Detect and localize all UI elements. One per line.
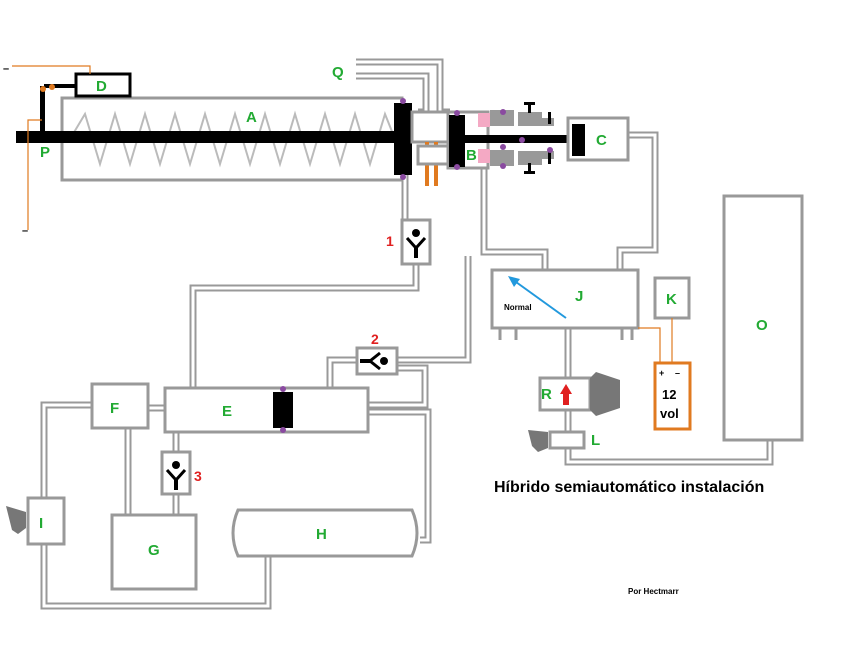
gauge-needle [515, 281, 567, 319]
diagram-title: Híbrido semiautomático instalación [494, 479, 764, 496]
pipes [40, 58, 774, 610]
battery-plus: + [659, 368, 664, 378]
check-valve-1: 1 [386, 218, 432, 266]
label-b: B [466, 147, 477, 164]
label-f: F [110, 400, 119, 417]
label-g: G [148, 542, 160, 559]
label-e: E [222, 403, 232, 420]
piston-rod [16, 131, 406, 143]
check-valve-2: 2 [355, 331, 399, 376]
tank-o: O [722, 194, 804, 442]
label-r: R [541, 386, 552, 403]
wires-p: – – P [3, 63, 91, 237]
block-e: E [163, 386, 370, 434]
block-l: L [528, 430, 600, 452]
block-f: F [90, 382, 150, 430]
battery-minus: – [675, 368, 680, 378]
valve-number-3: 3 [194, 468, 202, 484]
block-i: I [6, 496, 66, 546]
label-c: C [596, 132, 607, 149]
tank-h: H [231, 508, 419, 558]
label-i: I [39, 515, 43, 532]
gauge-j: Normal J [490, 268, 640, 340]
label-k: K [666, 291, 677, 308]
label-l: L [591, 432, 600, 449]
block-r: R [538, 372, 620, 416]
piston-a [394, 103, 412, 175]
label-h: H [316, 526, 327, 543]
connector-ab [410, 110, 452, 186]
battery-value: 12 [662, 387, 676, 402]
tank-g: G [110, 513, 198, 591]
wire-mark-top: – [3, 63, 9, 75]
valve-number-1: 1 [386, 233, 394, 249]
label-a: A [246, 109, 257, 126]
gauge-text: Normal [504, 303, 532, 312]
battery-12v: + – 12 vol [653, 361, 692, 431]
block-b: B [446, 102, 578, 174]
block-k: K [638, 276, 691, 362]
spring [69, 110, 396, 168]
check-valve-3: 3 [160, 450, 202, 496]
valve-number-2: 2 [371, 331, 379, 347]
label-q: Q [332, 64, 344, 81]
label-p: P [40, 144, 50, 161]
block-d: D [40, 72, 132, 134]
label-d: D [96, 78, 107, 95]
cylinder-a: A [16, 96, 412, 182]
battery-unit: vol [660, 406, 679, 421]
label-o: O [756, 317, 768, 334]
block-c: C [566, 116, 630, 162]
wire-mark-bottom: – [22, 225, 28, 237]
author-credit: Por Hectmarr [628, 587, 679, 596]
label-j: J [575, 288, 583, 305]
